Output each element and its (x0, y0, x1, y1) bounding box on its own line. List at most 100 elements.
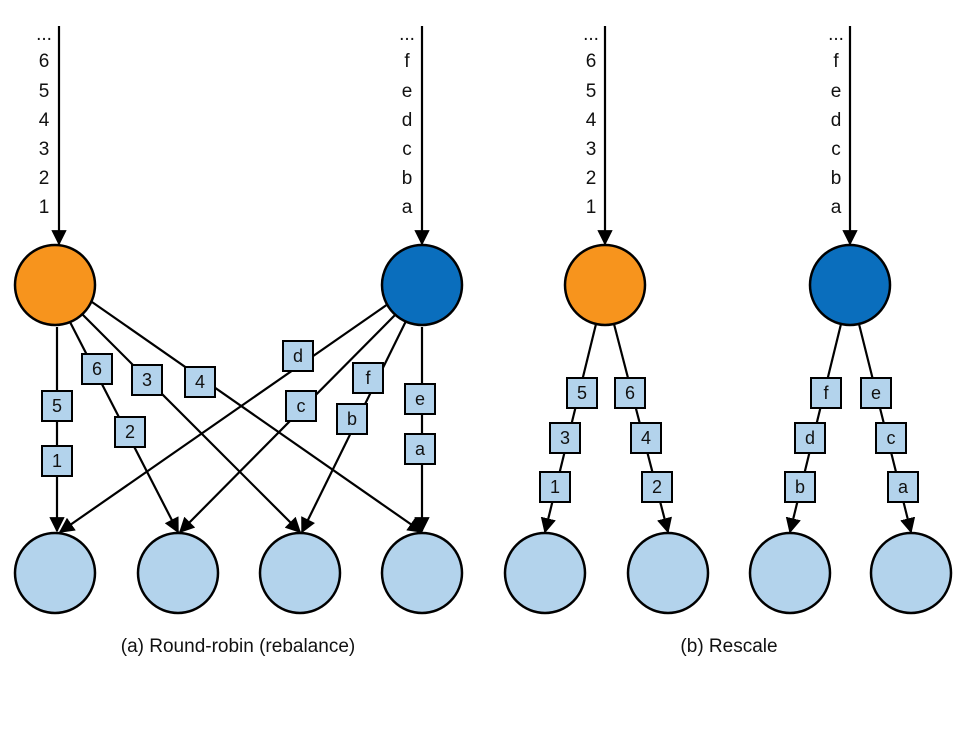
record-label: e (871, 383, 881, 403)
stream-label-b2: e (831, 81, 842, 102)
record-a-6: 6 (81, 353, 113, 385)
record-box (794, 422, 826, 454)
record-box (549, 422, 581, 454)
stream-label-b1: 1 (586, 197, 597, 218)
stream-label-a2: f (404, 51, 410, 72)
record-a-d: d (282, 340, 314, 372)
record-label: c (887, 428, 896, 448)
record-b-b: b (784, 471, 816, 503)
record-b-1: 1 (539, 471, 571, 503)
record-label: 1 (52, 451, 62, 471)
node-a-src-orange (13, 243, 97, 327)
node-b-dst-3 (748, 531, 832, 615)
node-a-src-blue (380, 243, 464, 327)
record-label: 6 (92, 359, 102, 379)
node-b-dst-4 (869, 531, 953, 615)
record-label: 3 (142, 370, 152, 390)
record-b-5: 5 (566, 377, 598, 409)
node-b-src-orange (563, 243, 647, 327)
record-box (860, 377, 892, 409)
stream-label-b2: d (831, 110, 842, 131)
stream-label-a1: ... (36, 24, 52, 45)
stream-label-a1: 5 (39, 81, 50, 102)
stream-label-b1: ... (583, 24, 599, 45)
record-b-c: c (875, 422, 907, 454)
node-a-dst-1 (13, 531, 97, 615)
node-a-dst-2 (136, 531, 220, 615)
record-box (184, 366, 216, 398)
record-label: 2 (652, 477, 662, 497)
record-box (810, 377, 842, 409)
caption-round-robin: (a) Round-robin (rebalance) (121, 636, 355, 657)
node-a-dst-3 (258, 531, 342, 615)
stream-label-a2: e (402, 81, 413, 102)
caption-rescale: (b) Rescale (680, 636, 777, 657)
stream-label-b2: ... (828, 24, 844, 45)
record-box (352, 362, 384, 394)
record-box (539, 471, 571, 503)
stream-label-b1: 6 (586, 51, 597, 72)
record-box (336, 403, 368, 435)
record-a-a: a (404, 433, 436, 465)
record-box (784, 471, 816, 503)
record-box (614, 377, 646, 409)
record-box (114, 416, 146, 448)
record-box (81, 353, 113, 385)
stream-label-a1: 4 (39, 110, 50, 131)
record-box (887, 471, 919, 503)
record-label: 5 (577, 383, 587, 403)
stream-label-a2: d (402, 110, 413, 131)
node-b-dst-1 (503, 531, 587, 615)
record-a-3: 3 (131, 364, 163, 396)
record-label: 2 (125, 422, 135, 442)
stream-label-a2: c (402, 139, 412, 160)
stream-label-a2: ... (399, 24, 415, 45)
stream-label-b2: a (831, 197, 842, 218)
record-b-2: 2 (641, 471, 673, 503)
record-box (875, 422, 907, 454)
record-label: 5 (52, 396, 62, 416)
stream-label-b1: 4 (586, 110, 597, 131)
record-box (630, 422, 662, 454)
record-b-a: a (887, 471, 919, 503)
record-a-1: 1 (41, 445, 73, 477)
node-b-src-blue (808, 243, 892, 327)
stream-label-a1: 1 (39, 197, 50, 218)
record-b-6: 6 (614, 377, 646, 409)
record-a-f: f (352, 362, 384, 394)
stream-label-b1: 5 (586, 81, 597, 102)
stream-label-b2: b (831, 168, 842, 189)
record-label: b (795, 477, 805, 497)
record-label: a (898, 477, 909, 497)
record-b-d: d (794, 422, 826, 454)
record-label: 1 (550, 477, 560, 497)
record-label: f (823, 383, 829, 403)
record-label: a (415, 439, 426, 459)
record-box (566, 377, 598, 409)
record-label: d (805, 428, 815, 448)
record-label: 6 (625, 383, 635, 403)
stream-label-a1: 2 (39, 168, 50, 189)
record-a-c: c (285, 390, 317, 422)
record-label: f (365, 368, 371, 388)
record-label: c (297, 396, 306, 416)
record-a-2: 2 (114, 416, 146, 448)
edge-a-b-1 (58, 303, 389, 533)
stream-label-b1: 2 (586, 168, 597, 189)
record-b-4: 4 (630, 422, 662, 454)
stream-label-b2: c (831, 139, 841, 160)
record-label: 4 (195, 372, 205, 392)
edge-a-o-4 (91, 301, 424, 533)
record-b-e: e (860, 377, 892, 409)
edge-a-o-3 (81, 313, 302, 534)
record-box (41, 445, 73, 477)
stream-label-a1: 6 (39, 51, 50, 72)
record-label: 3 (560, 428, 570, 448)
stream-label-a2: a (402, 197, 413, 218)
record-box (131, 364, 163, 396)
record-label: 4 (641, 428, 651, 448)
record-box (404, 383, 436, 415)
stream-label-b2: f (833, 51, 839, 72)
record-box (282, 340, 314, 372)
record-label: e (415, 389, 425, 409)
